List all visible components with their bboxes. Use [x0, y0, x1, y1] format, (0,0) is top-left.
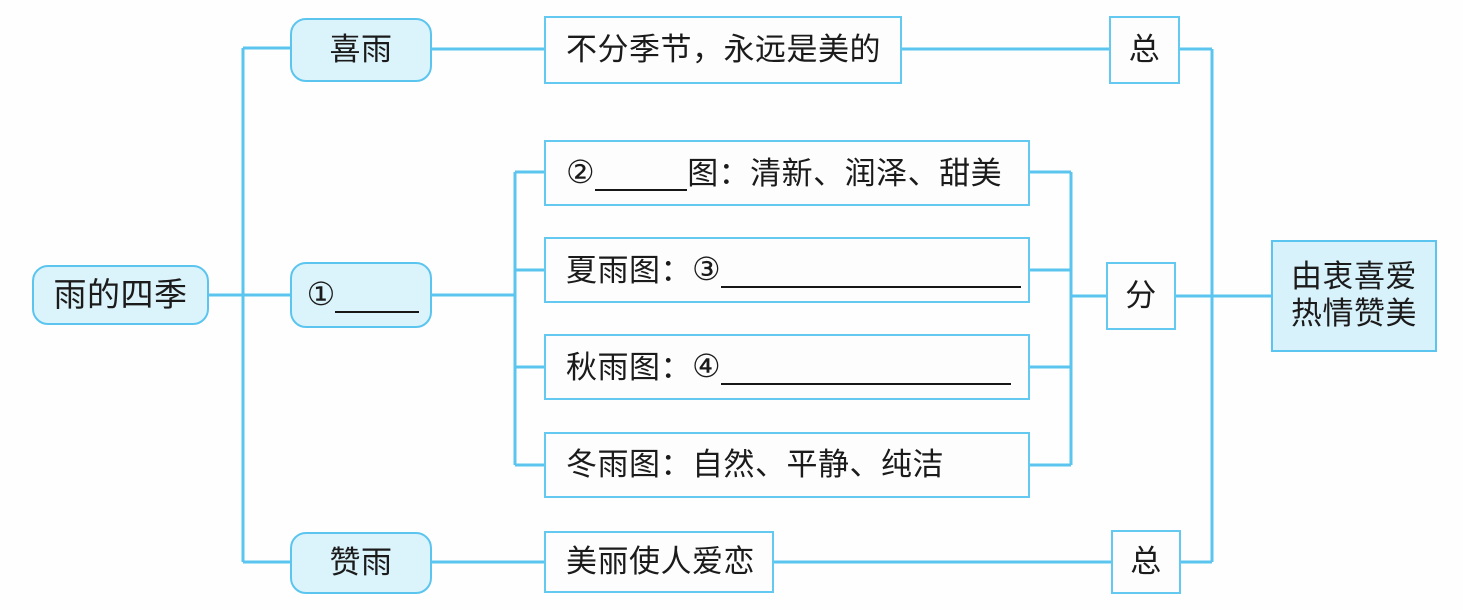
conclusion-line-2: 热情赞美: [1291, 296, 1417, 332]
marker-zong-top-label: 总: [1128, 31, 1161, 68]
branch-node-zanyu-label: 赞雨: [329, 544, 393, 581]
branch-node-blank-1-content: ①: [303, 275, 420, 313]
detail-box-3[interactable]: 夏雨图：③: [544, 237, 1030, 303]
detail-box-4-content: 秋雨图：④: [566, 346, 1012, 386]
circled-number-1: ①: [306, 275, 336, 313]
detail-box-6[interactable]: 美丽使人爱恋: [544, 531, 774, 593]
circled-number-4: ④: [692, 346, 722, 385]
detail-box-3-prefix: 夏雨图：: [566, 252, 692, 289]
branch-node-blank-1[interactable]: ①: [290, 262, 432, 328]
detail-box-4[interactable]: 秋雨图：④: [544, 334, 1030, 400]
marker-fen-label: 分: [1125, 277, 1157, 314]
conclusion-line-1: 由衷喜爱: [1291, 259, 1417, 296]
conclusion-node[interactable]: 由衷喜爱 热情赞美: [1271, 240, 1437, 352]
branch-node-zanyu[interactable]: 赞雨: [290, 532, 432, 594]
detail-box-2-content: ② 图：清新、润泽、甜美: [566, 152, 1003, 192]
marker-zong-bottom[interactable]: 总: [1111, 530, 1181, 594]
fill-blank-2[interactable]: [595, 170, 688, 191]
branch-node-xiyu-label: 喜雨: [329, 31, 393, 68]
detail-box-2-suffix: 图：清新、润泽、甜美: [687, 155, 1003, 192]
detail-box-5-label: 冬雨图：自然、平静、纯洁: [566, 446, 944, 483]
fill-blank-4[interactable]: [721, 364, 1012, 385]
marker-zong-bottom-label: 总: [1130, 543, 1162, 580]
detail-box-2[interactable]: ② 图：清新、润泽、甜美: [544, 140, 1030, 206]
circled-number-2: ②: [566, 152, 596, 191]
root-node[interactable]: 雨的四季: [32, 265, 209, 325]
detail-box-5[interactable]: 冬雨图：自然、平静、纯洁: [544, 432, 1030, 498]
root-node-label: 雨的四季: [53, 274, 188, 314]
detail-box-6-label: 美丽使人爱恋: [566, 543, 755, 580]
fill-blank-3[interactable]: [721, 267, 1022, 288]
detail-box-1-label: 不分季节，永远是美的: [566, 31, 881, 68]
circled-number-3: ③: [692, 249, 722, 288]
marker-zong-top[interactable]: 总: [1109, 16, 1180, 84]
detail-box-4-prefix: 秋雨图：: [566, 349, 692, 386]
marker-fen[interactable]: 分: [1106, 262, 1176, 330]
detail-box-3-content: 夏雨图：③: [566, 249, 1022, 289]
branch-node-xiyu[interactable]: 喜雨: [290, 18, 432, 82]
fill-blank-1[interactable]: [335, 292, 420, 313]
detail-box-1[interactable]: 不分季节，永远是美的: [544, 16, 902, 84]
